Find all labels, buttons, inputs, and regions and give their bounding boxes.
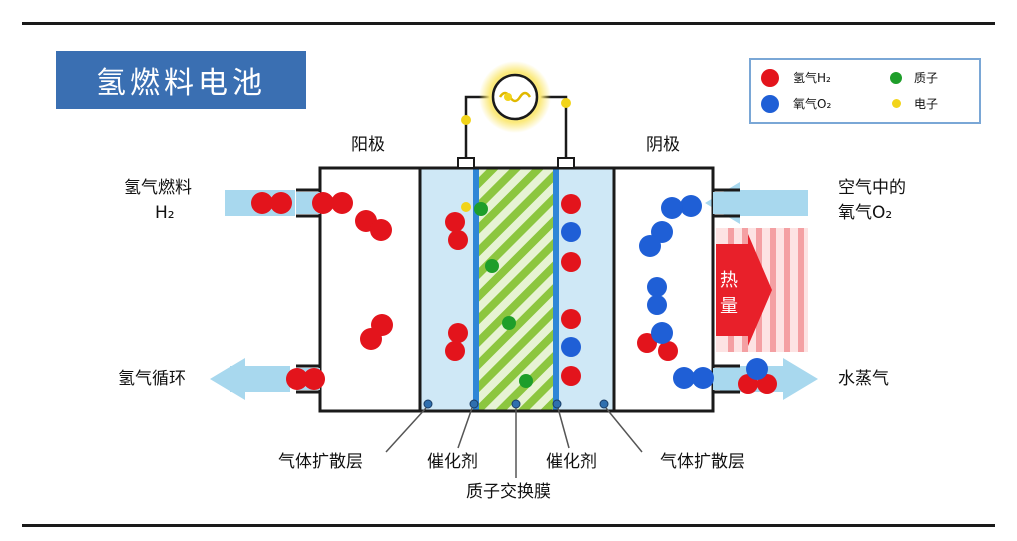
- legend-proton-swatch: [890, 72, 902, 84]
- cathode-terminal: [557, 157, 575, 169]
- leader-lines: [385, 407, 643, 478]
- legend-hydrogen-swatch: [761, 69, 779, 87]
- catalyst-layer-right: [553, 168, 559, 411]
- layer-markers: [423, 399, 609, 409]
- protons: [474, 202, 533, 388]
- heat-label-top: 热: [720, 270, 738, 291]
- air-inlet-pipe: [740, 190, 808, 216]
- cathode-label: 阴极: [646, 135, 680, 155]
- gas-diffusion-layer-right-label: 气体扩散层: [660, 452, 745, 472]
- fuel-inlet-formula: H₂: [155, 203, 175, 223]
- fuel-inlet-label: 氢气燃料: [124, 178, 192, 198]
- electron-wire-right: [561, 98, 571, 108]
- air-inlet-label: 空气中的: [838, 178, 906, 198]
- catalyst-right-label: 催化剂: [546, 452, 597, 472]
- air-inlet-formula: 氧气O₂: [838, 203, 893, 223]
- legend-electron-label: 电子: [914, 97, 939, 111]
- anode-terminal: [457, 157, 475, 169]
- top-rule: [22, 22, 995, 25]
- electron-wire-top: [504, 93, 512, 101]
- heat-arrow: [716, 234, 772, 346]
- gas-diffusion-layer-left-label: 气体扩散层: [278, 452, 363, 472]
- legend-electron-swatch: [892, 99, 901, 108]
- catalyst-left-label: 催化剂: [427, 452, 478, 472]
- legend: 氢气H₂ 质子 氧气O₂ 电子: [749, 58, 981, 124]
- electron-anode: [461, 202, 471, 212]
- steam-outlet-label: 水蒸气: [838, 369, 889, 389]
- proton-exchange-membrane: [478, 168, 554, 411]
- page-title: 氢燃料电池: [56, 51, 306, 109]
- hydrogen-molecules: [251, 192, 777, 394]
- legend-oxygen-swatch: [761, 95, 779, 113]
- bottom-rule: [22, 524, 995, 527]
- legend-proton-label: 质子: [914, 71, 939, 85]
- proton-membrane-label: 质子交换膜: [466, 482, 551, 502]
- heat-label-bottom: 量: [720, 296, 738, 317]
- electron-wire-left: [461, 115, 471, 125]
- recycle-outlet-arrow: [210, 358, 245, 400]
- oxygen-molecules: [561, 195, 768, 389]
- catalyst-layer-left: [473, 168, 479, 411]
- steam-outlet-arrow: [783, 358, 818, 400]
- legend-hydrogen-label: 氢气H₂: [793, 71, 831, 85]
- light-bulb-icon: [491, 73, 539, 121]
- legend-oxygen-label: 氧气O₂: [793, 97, 832, 111]
- recycle-outlet-label: 氢气循环: [118, 369, 186, 389]
- anode-label: 阳极: [351, 135, 385, 155]
